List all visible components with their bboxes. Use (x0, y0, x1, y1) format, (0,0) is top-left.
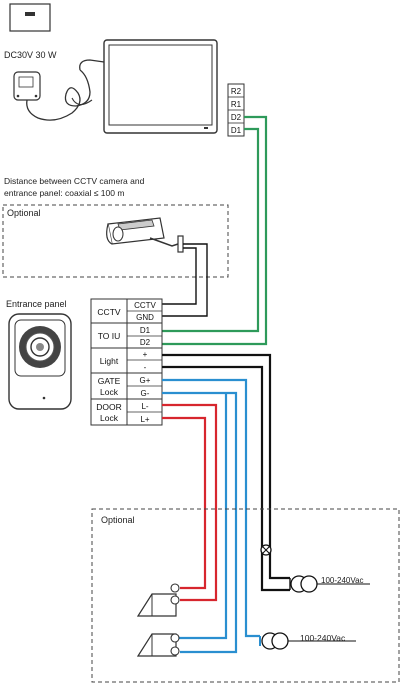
pin-cctv: CCTV (134, 301, 156, 310)
cctv-camera-icon (106, 217, 184, 253)
cctv-wires (162, 243, 208, 317)
lamp-icon (260, 544, 272, 556)
pin-d1: D1 (140, 326, 151, 335)
transformer-2-icon (259, 632, 356, 650)
group-gate-label-1: GATE (98, 376, 121, 386)
optional-cctv-box (2, 204, 229, 278)
pin-light-minus: - (144, 363, 147, 372)
optional-top-label: Optional (7, 208, 41, 218)
door-lock-icon (136, 583, 180, 617)
transformer-1-label: 100-240Vac (321, 576, 364, 585)
group-gate-label-2: Lock (100, 387, 119, 397)
psu-label: DC30V 30 W (4, 50, 57, 60)
monitor-term-r2: R2 (231, 87, 242, 96)
transformer-1-icon (289, 575, 370, 593)
optional-lock-box (91, 508, 400, 683)
pin-gate-minus: G- (141, 389, 150, 398)
cctv-note-line2: entrance panel: coaxial ≤ 100 m (4, 188, 125, 198)
pin-gnd: GND (136, 313, 154, 322)
monitor-term-d1: D1 (231, 126, 242, 135)
light-wires (162, 353, 290, 592)
group-door-label-1: DOOR (96, 402, 122, 412)
door-lock-wires (162, 403, 218, 602)
entrance-panel-device (8, 313, 72, 410)
group-iu-label: TO IU (98, 331, 121, 341)
cctv-note-line1: Distance between CCTV camera and (4, 176, 145, 186)
gate-lock-icon (136, 633, 180, 657)
indoor-monitor (103, 39, 218, 134)
group-cctv-label: CCTV (97, 307, 120, 317)
monitor-term-r1: R1 (231, 100, 242, 109)
monitor-terminal-strip: R2 R1 D2 D1 (227, 83, 245, 137)
entrance-panel-label: Entrance panel (6, 299, 67, 309)
pin-door-minus: L- (141, 402, 148, 411)
gate-lock-wires (162, 378, 260, 654)
pin-gate-plus: G+ (140, 376, 151, 385)
monitor-term-d2: D2 (231, 113, 242, 122)
pin-d2: D2 (140, 338, 151, 347)
pin-door-plus: L+ (140, 415, 149, 424)
pin-light-plus: + (143, 350, 148, 359)
wall-bracket (9, 3, 51, 32)
group-door-label-2: Lock (100, 413, 119, 423)
bus-wires (162, 115, 268, 346)
optional-bottom-label: Optional (101, 515, 135, 525)
group-light-label: Light (100, 356, 119, 366)
terminal-block: CCTV TO IU Light GATE Lock DOOR Lock CCT… (90, 298, 163, 426)
transformer-2-label: 100-240Vac (300, 633, 346, 643)
power-adapter (13, 59, 105, 121)
